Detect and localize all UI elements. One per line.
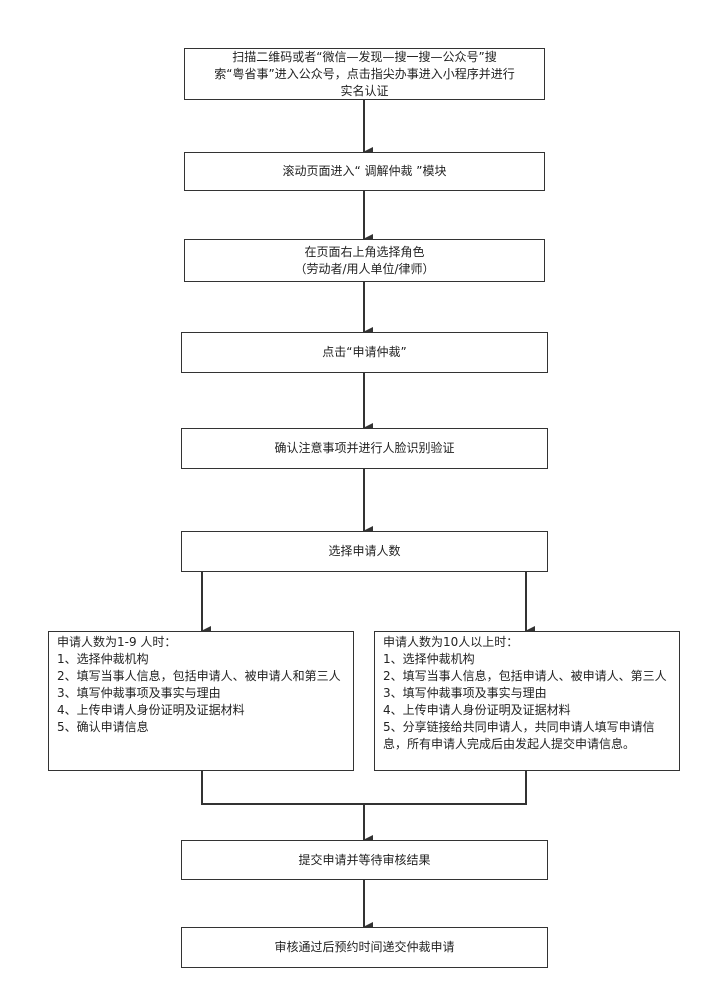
branch-right-title: 申请人数为10人以上时： bbox=[383, 635, 519, 649]
step1-line1: 扫描二维码或者“微信—发现—搜一搜—公众号”搜 bbox=[232, 49, 497, 64]
branch-left-title: 申请人数为1-9 人时： bbox=[57, 635, 177, 649]
step6-text: 选择申请人数 bbox=[328, 544, 401, 558]
step-select-applicant-count: 选择申请人数 bbox=[181, 531, 548, 572]
step-submit-await-review: 提交申请并等待审核结果 bbox=[181, 840, 548, 880]
branch-left-item: 5、确认申请信息 bbox=[57, 720, 149, 734]
step8-text: 审核通过后预约时间递交仲裁申请 bbox=[274, 940, 455, 954]
step-face-verification: 确认注意事项并进行人脸识别验证 bbox=[181, 428, 548, 469]
step5-text: 确认注意事项并进行人脸识别验证 bbox=[274, 441, 455, 455]
branch-right-item: 4、上传申请人身份证明及证据材料 bbox=[383, 703, 571, 717]
branch-right-item: 1、选择仲裁机构 bbox=[383, 652, 475, 666]
branch-left-item: 3、填写仲裁事项及事实与理由 bbox=[57, 686, 221, 700]
step2-text: 滚动页面进入“ 调解仲裁 ”模块 bbox=[282, 164, 447, 178]
step3-line1: 在页面右上角选择角色 bbox=[304, 244, 425, 259]
branch-right-item: 3、填写仲裁事项及事实与理由 bbox=[383, 686, 547, 700]
step-enter-module: 滚动页面进入“ 调解仲裁 ”模块 bbox=[184, 152, 545, 191]
step-scan-qr: 扫描二维码或者“微信—发现—搜一搜—公众号”搜 索“粤省事”进入公众号，点击指尖… bbox=[184, 48, 545, 100]
branch-10-plus-applicants: 申请人数为10人以上时： 1、选择仲裁机构 2、填写当事人信息，包括申请人、被申… bbox=[374, 631, 680, 771]
step3-line2: （劳动者/用人单位/律师） bbox=[294, 261, 435, 276]
step4-text: 点击“申请仲裁” bbox=[322, 345, 407, 359]
branch-right-item: 5、分享链接给共同申请人，共同申请人填写申请信息，所有申请人完成后由发起人提交申… bbox=[383, 720, 655, 751]
branch-1-to-9-applicants: 申请人数为1-9 人时： 1、选择仲裁机构 2、填写当事人信息，包括申请人、被申… bbox=[48, 631, 354, 771]
branch-left-item: 2、填写当事人信息，包括申请人、被申请人和第三人 bbox=[57, 669, 341, 683]
step1-line2: 索“粤省事”进入公众号，点击指尖办事进入小程序并进行 bbox=[214, 66, 515, 81]
branch-left-item: 4、上传申请人身份证明及证据材料 bbox=[57, 703, 245, 717]
step-select-role: 在页面右上角选择角色 （劳动者/用人单位/律师） bbox=[184, 239, 545, 282]
step-book-submission: 审核通过后预约时间递交仲裁申请 bbox=[181, 927, 548, 968]
step-click-apply: 点击“申请仲裁” bbox=[181, 332, 548, 373]
branch-left-item: 1、选择仲裁机构 bbox=[57, 652, 149, 666]
step1-line3: 实名认证 bbox=[340, 83, 389, 98]
step7-text: 提交申请并等待审核结果 bbox=[298, 852, 431, 867]
branch-right-item: 2、填写当事人信息，包括申请人、被申请人、第三人 bbox=[383, 669, 667, 683]
merge-line bbox=[201, 771, 527, 805]
